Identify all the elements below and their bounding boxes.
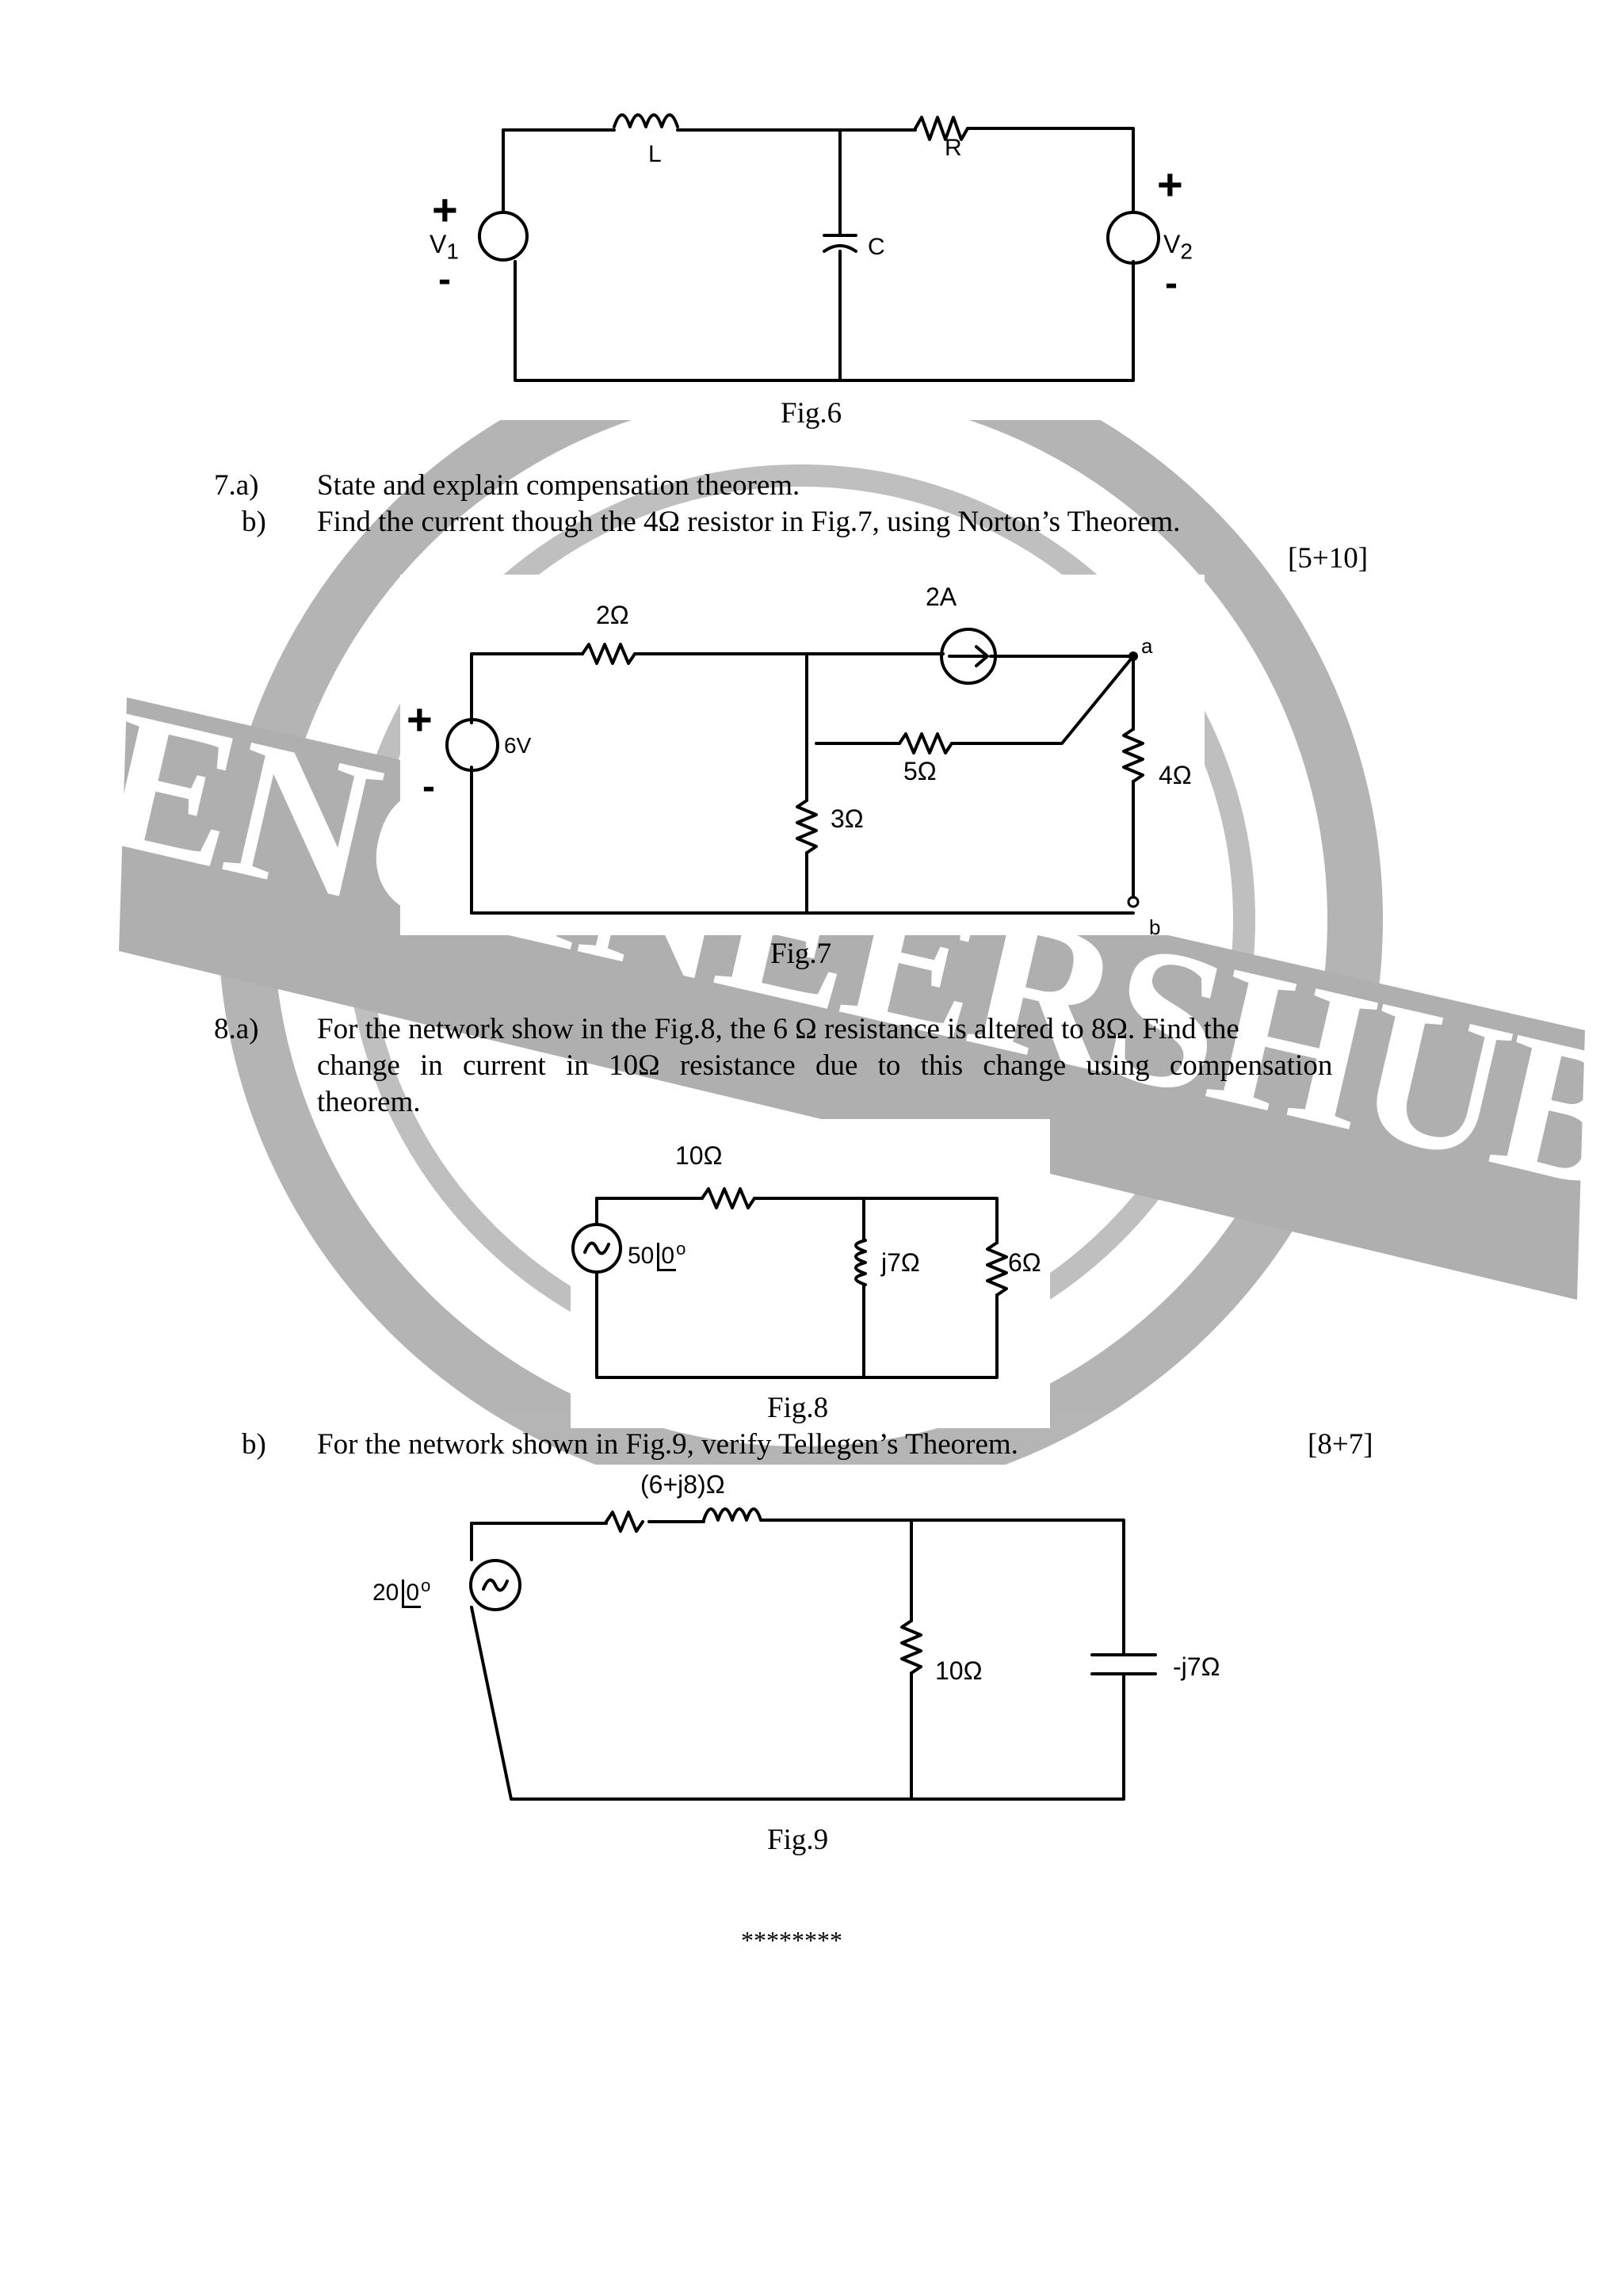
fig6-v1-minus: - <box>438 258 451 300</box>
fig6-inductor <box>613 113 679 128</box>
fig9-ac-source <box>469 1559 521 1611</box>
fig6-v1-label: V1 <box>430 230 459 264</box>
fig6-label-l: L <box>648 141 662 167</box>
fig7-label-b: b <box>1149 915 1161 939</box>
fig8-sine-icon <box>583 1241 610 1255</box>
fig8-inductor <box>854 1239 867 1286</box>
fig7-resistor-4 <box>1122 728 1144 783</box>
fig9-label-impedance: (6+j8)Ω <box>640 1470 725 1499</box>
q7a-text: State and explain compensation theorem. <box>317 469 800 502</box>
fig8-label-10ohm: 10Ω <box>675 1141 723 1170</box>
q7-marks: [5+10] <box>1288 542 1369 575</box>
fig9-inductor <box>702 1507 762 1522</box>
fig7-voltage-source <box>445 718 499 772</box>
q8a-line2: change in current in 10Ω resistance due … <box>317 1049 1333 1082</box>
fig9-resistor-6 <box>605 1511 644 1533</box>
fig7-label-2a: 2A <box>926 583 957 611</box>
fig7-resistor-5 <box>898 732 953 755</box>
fig7-current-arrow <box>948 645 989 667</box>
fig7-label-5ohm: 5Ω <box>903 757 937 785</box>
q8-marks: [8+7] <box>1308 1428 1373 1461</box>
fig6-v2-label: V2 <box>1163 230 1193 264</box>
fig8-label-j7ohm: j7Ω <box>881 1248 920 1277</box>
fig6-panel <box>380 87 1276 420</box>
fig6-label-r: R <box>945 135 962 161</box>
fig7-resistor-3 <box>796 799 818 854</box>
q7b-text: Find the current though the 4Ω resistor … <box>317 506 1181 538</box>
fig6-resistor <box>914 116 969 141</box>
fig6-v2-plus: + <box>1157 159 1183 209</box>
fig7-current-source <box>940 628 997 685</box>
fig6-v1-source <box>478 211 529 262</box>
fig6-v2-source <box>1106 211 1160 265</box>
fig9-caption: Fig.9 <box>767 1824 829 1856</box>
fig7-plus: + <box>407 694 433 744</box>
fig6-caption: Fig.6 <box>781 397 842 430</box>
fig7-label-3ohm: 3Ω <box>831 804 864 833</box>
fig8-ac-source <box>571 1223 622 1274</box>
q8a-number: 8.a) <box>214 1013 259 1045</box>
q8a-line3: theorem. <box>317 1086 421 1118</box>
q7b-number: b) <box>242 506 266 538</box>
fig7-label-2ohm: 2Ω <box>596 601 629 629</box>
fig8-label-6ohm: 6Ω <box>1008 1248 1041 1277</box>
fig7-node-a <box>1128 651 1138 661</box>
fig7-label-6v: 6V <box>504 733 532 758</box>
fig6-v2-minus: - <box>1165 262 1178 304</box>
fig8-resistor-10 <box>701 1187 756 1209</box>
fig7-caption: Fig.7 <box>770 938 832 970</box>
fig9-label-j7ohm: -j7Ω <box>1173 1652 1220 1681</box>
fig6-v1-plus: + <box>432 185 458 235</box>
end-marker: ******** <box>741 1926 842 1954</box>
fig7-node-b <box>1127 896 1140 908</box>
fig7-resistor-2 <box>581 643 636 665</box>
fig7-label-a: a <box>1141 634 1153 658</box>
fig7-minus: - <box>422 766 435 808</box>
q8b-text: For the network shown in Fig.9, verify T… <box>317 1428 1018 1461</box>
fig8-caption: Fig.8 <box>767 1392 829 1424</box>
fig7-label-4ohm: 4Ω <box>1159 761 1192 789</box>
fig9-sine-icon <box>482 1578 509 1592</box>
fig6-label-c: C <box>868 234 885 260</box>
q7a-number: 7.a) <box>214 469 259 502</box>
q8a-line1: For the network show in the Fig.8, the 6… <box>317 1013 1239 1045</box>
fig8-resistor-6 <box>986 1241 1008 1297</box>
fig9-label-10ohm: 10Ω <box>935 1656 983 1685</box>
fig9-resistor-10 <box>900 1619 922 1675</box>
fig7-panel <box>400 575 1205 935</box>
q8b-number: b) <box>242 1428 266 1461</box>
